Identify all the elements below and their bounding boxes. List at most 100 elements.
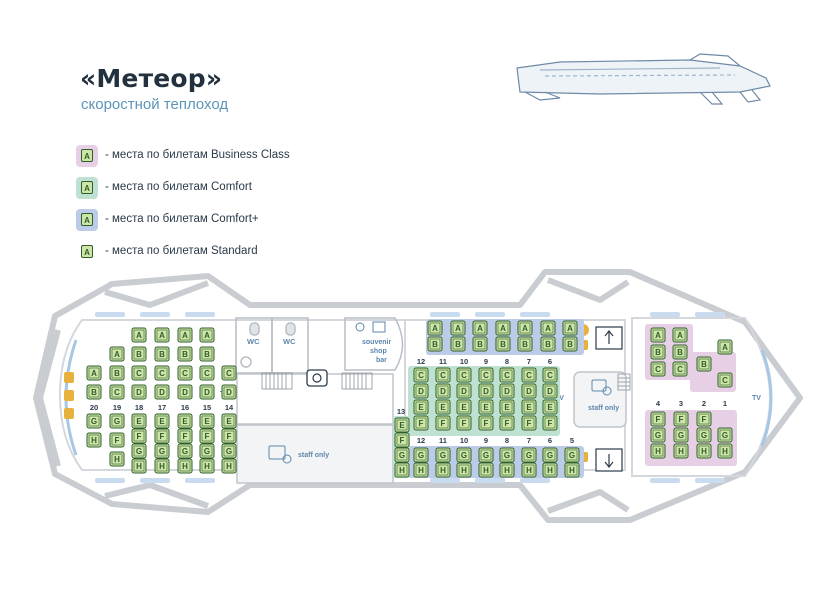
seat-comfort[interactable]: C	[499, 367, 515, 383]
seat-comfort[interactable]: C	[542, 367, 558, 383]
seat-comfort[interactable]: E	[435, 399, 451, 415]
seat-comfort[interactable]: E	[542, 399, 558, 415]
seat-comfort-plus[interactable]: B	[427, 336, 443, 352]
seat-comfort-plus[interactable]: B	[517, 336, 533, 352]
seat-business[interactable]: B	[650, 344, 666, 360]
seat-comfort[interactable]: F	[435, 415, 451, 431]
seat-comfort-plus[interactable]: H	[456, 462, 472, 478]
seat-aft[interactable]: C	[221, 365, 237, 381]
seat-aft[interactable]: E	[131, 413, 147, 429]
seat-comfort-plus[interactable]: A	[562, 320, 578, 336]
seat-aft[interactable]: B	[154, 346, 170, 362]
seat-comfort[interactable]: F	[456, 415, 472, 431]
seat-business[interactable]: B	[672, 344, 688, 360]
seat-aft[interactable]: F	[109, 432, 125, 448]
seat-comfort[interactable]: F	[521, 415, 537, 431]
seat-aft[interactable]: F	[177, 428, 193, 444]
seat-comfort-plus[interactable]: H	[521, 462, 537, 478]
seat-business[interactable]: H	[717, 443, 733, 459]
seat-comfort[interactable]: D	[435, 383, 451, 399]
seat-comfort-plus[interactable]: G	[478, 447, 494, 463]
seat-aft[interactable]: F	[199, 428, 215, 444]
seat-business[interactable]: F	[696, 411, 712, 427]
seat-business[interactable]: G	[673, 427, 689, 443]
seat-business[interactable]: C	[717, 372, 733, 388]
seat-comfort-plus[interactable]: H	[542, 462, 558, 478]
seat-comfort-plus[interactable]: A	[517, 320, 533, 336]
seat-comfort-plus[interactable]: G	[456, 447, 472, 463]
seat-aft[interactable]: A	[177, 327, 193, 343]
seat-aft[interactable]: F	[154, 428, 170, 444]
seat-comfort-plus[interactable]: H	[413, 462, 429, 478]
seat-comfort-plus[interactable]: A	[427, 320, 443, 336]
seat-aft[interactable]: A	[131, 327, 147, 343]
seat-business[interactable]: A	[717, 339, 733, 355]
seat-aft[interactable]: G	[109, 413, 125, 429]
seat-aft[interactable]: B	[86, 384, 102, 400]
seat-comfort-plus[interactable]: B	[495, 336, 511, 352]
seat-comfort-plus[interactable]: G	[499, 447, 515, 463]
seat-comfort[interactable]: H	[394, 462, 410, 478]
seat-aft[interactable]: C	[109, 384, 125, 400]
seat-aft[interactable]: B	[199, 346, 215, 362]
seat-comfort-plus[interactable]: B	[540, 336, 556, 352]
seat-business[interactable]: F	[673, 411, 689, 427]
seat-aft[interactable]: H	[109, 451, 125, 467]
seat-comfort[interactable]: F	[478, 415, 494, 431]
seat-comfort-plus[interactable]: B	[562, 336, 578, 352]
seat-aft[interactable]: D	[177, 384, 193, 400]
seat-business[interactable]: A	[650, 327, 666, 343]
seat-aft[interactable]: G	[154, 443, 170, 459]
seat-comfort[interactable]: F	[413, 415, 429, 431]
seat-comfort-plus[interactable]: G	[542, 447, 558, 463]
seat-aft[interactable]: H	[86, 432, 102, 448]
seat-comfort-plus[interactable]: A	[540, 320, 556, 336]
seat-aft[interactable]: H	[199, 458, 215, 474]
seat-comfort[interactable]: E	[394, 417, 410, 433]
seat-comfort-plus[interactable]: H	[478, 462, 494, 478]
seat-aft[interactable]: E	[199, 413, 215, 429]
seat-comfort[interactable]: D	[521, 383, 537, 399]
seat-aft[interactable]: G	[177, 443, 193, 459]
seat-comfort-plus[interactable]: H	[564, 462, 580, 478]
seat-comfort[interactable]: F	[394, 432, 410, 448]
seat-comfort[interactable]: E	[456, 399, 472, 415]
seat-comfort-plus[interactable]: G	[413, 447, 429, 463]
seat-business[interactable]: C	[650, 361, 666, 377]
seat-aft[interactable]: E	[221, 413, 237, 429]
seat-comfort[interactable]: D	[413, 383, 429, 399]
seat-aft[interactable]: C	[177, 365, 193, 381]
seat-aft[interactable]: A	[86, 365, 102, 381]
seat-comfort-plus[interactable]: A	[450, 320, 466, 336]
seat-aft[interactable]: H	[177, 458, 193, 474]
seat-business[interactable]: G	[696, 427, 712, 443]
seat-aft[interactable]: E	[177, 413, 193, 429]
seat-aft[interactable]: G	[131, 443, 147, 459]
seat-aft[interactable]: A	[199, 327, 215, 343]
seat-aft[interactable]: C	[199, 365, 215, 381]
seat-aft[interactable]: H	[154, 458, 170, 474]
seat-comfort[interactable]: F	[542, 415, 558, 431]
seat-business[interactable]: H	[673, 443, 689, 459]
seat-business[interactable]: G	[717, 427, 733, 443]
seat-aft[interactable]: F	[221, 428, 237, 444]
seat-business[interactable]: H	[650, 443, 666, 459]
seat-aft[interactable]: A	[109, 346, 125, 362]
seat-aft[interactable]: H	[131, 458, 147, 474]
seat-aft[interactable]: D	[199, 384, 215, 400]
seat-aft[interactable]: A	[154, 327, 170, 343]
seat-aft[interactable]: G	[221, 443, 237, 459]
seat-comfort-plus[interactable]: G	[521, 447, 537, 463]
seat-comfort-plus[interactable]: A	[472, 320, 488, 336]
seat-comfort[interactable]: D	[456, 383, 472, 399]
seat-aft[interactable]: G	[199, 443, 215, 459]
seat-comfort[interactable]: C	[435, 367, 451, 383]
seat-aft[interactable]: D	[221, 384, 237, 400]
seat-comfort[interactable]: D	[542, 383, 558, 399]
seat-business[interactable]: H	[696, 443, 712, 459]
seat-aft[interactable]: G	[86, 413, 102, 429]
seat-comfort[interactable]: E	[521, 399, 537, 415]
seat-comfort-plus[interactable]: B	[472, 336, 488, 352]
seat-comfort-plus[interactable]: B	[450, 336, 466, 352]
seat-business[interactable]: F	[650, 411, 666, 427]
